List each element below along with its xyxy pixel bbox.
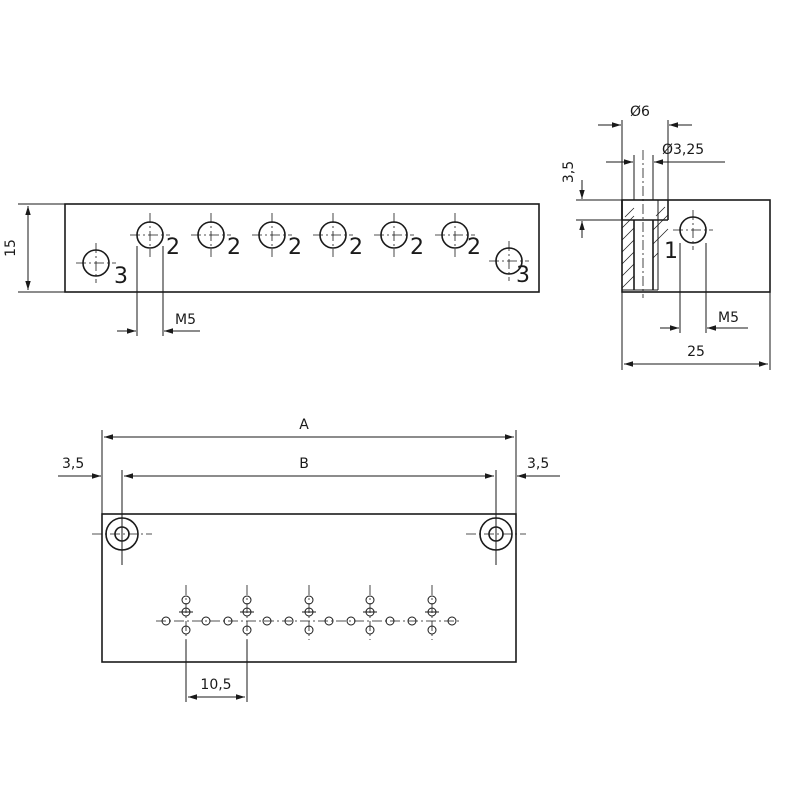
- side-dia6-label: Ø6: [630, 104, 650, 120]
- top-length-b-label: B: [299, 456, 309, 472]
- side-view: 1 Ø6 Ø3,25 3,5 M5 25: [561, 104, 771, 370]
- top-edge-right-label: 3,5: [527, 456, 549, 472]
- port-label: 2: [227, 235, 241, 260]
- front-view-body: [64, 203, 540, 293]
- port-label: 2: [288, 235, 302, 260]
- side-dia325-label: Ø3,25: [662, 142, 704, 158]
- front-port-2: 2: [252, 213, 302, 260]
- side-section-port: [621, 200, 669, 291]
- front-port-2: 2: [435, 213, 481, 260]
- port-label: 2: [166, 235, 180, 260]
- top-view: A B 3,5 3,5 10,5: [58, 417, 560, 702]
- top-length-a-label: A: [299, 417, 309, 433]
- front-port-2: 2: [130, 213, 180, 260]
- top-edge-left-label: 3,5: [62, 456, 84, 472]
- front-port-3-left: 3: [76, 243, 128, 289]
- port-cluster: [346, 585, 395, 640]
- top-view-body: [101, 513, 517, 663]
- port-cluster: [223, 585, 272, 640]
- side-m5-label: M5: [718, 310, 739, 326]
- side-depth-label: 3,5: [561, 161, 577, 183]
- front-port-3-right: 3: [489, 241, 530, 288]
- front-port-2: 2: [313, 213, 363, 260]
- port-cluster: [407, 585, 457, 640]
- port-label: 2: [467, 235, 481, 260]
- port-cluster: [161, 585, 211, 640]
- port-label: 3: [516, 263, 530, 288]
- front-port-2: 2: [374, 213, 424, 260]
- top-pitch-label: 10,5: [200, 677, 231, 693]
- front-height-label: 15: [3, 239, 19, 257]
- top-port-grid: [156, 585, 462, 640]
- port-label: 2: [349, 235, 363, 260]
- front-view: 15 3 2 2 2 2: [3, 203, 540, 336]
- port-label: 3: [114, 264, 128, 289]
- side-port-1: 1: [664, 210, 713, 264]
- port-cluster: [284, 585, 334, 640]
- port-label: 2: [410, 235, 424, 260]
- side-view-body: [621, 199, 771, 293]
- port-label: 1: [664, 239, 678, 264]
- front-m5-label: M5: [175, 312, 196, 328]
- side-width-label: 25: [687, 344, 705, 360]
- front-port-2: 2: [191, 213, 241, 260]
